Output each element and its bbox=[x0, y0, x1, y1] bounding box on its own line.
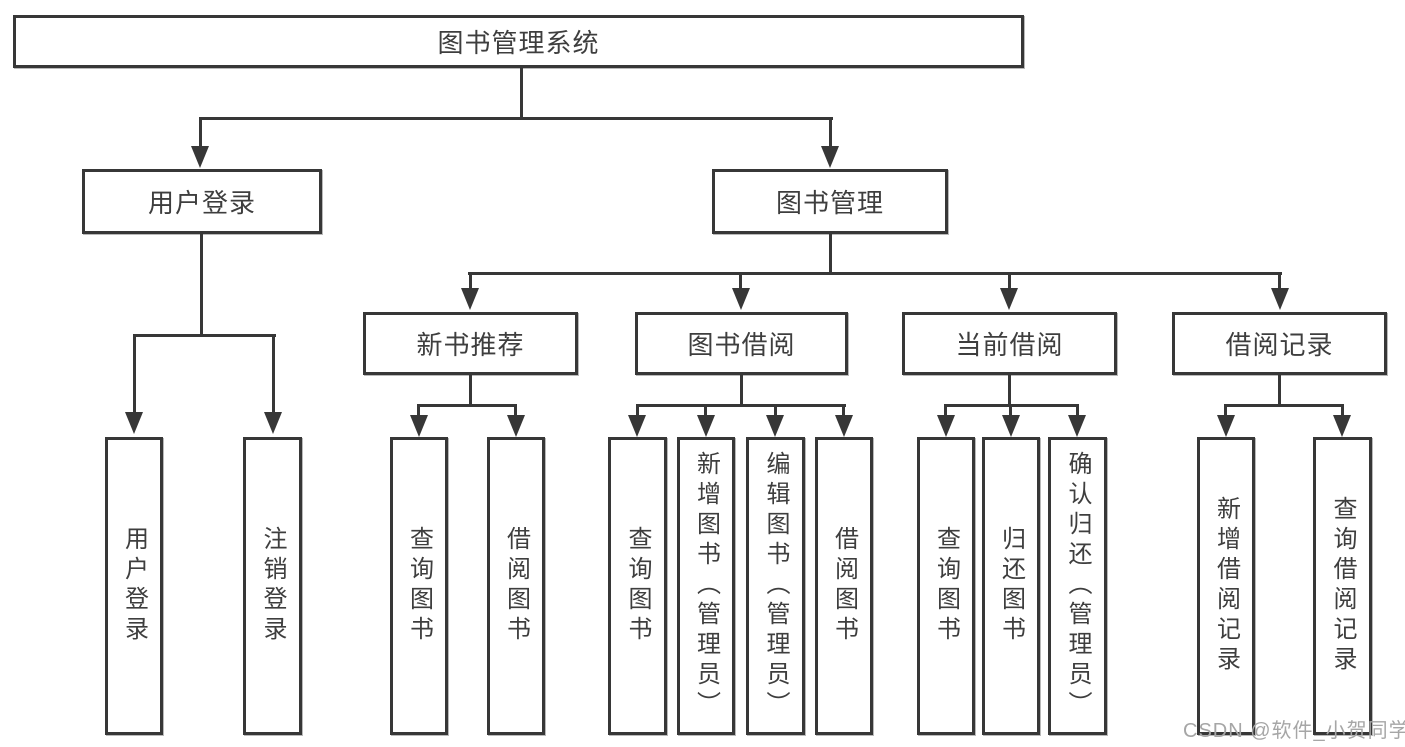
connector-leaf-drop bbox=[1076, 406, 1079, 416]
arrow-down-icon bbox=[264, 412, 282, 434]
connector-level1-rail bbox=[199, 117, 833, 120]
connector-current-borrow-stem bbox=[1008, 375, 1011, 405]
leaf-label: 注销登录 bbox=[259, 526, 286, 646]
leaf-borrow-books-rec: 借阅图书 bbox=[487, 437, 545, 735]
leaf-label: 新增图书（管理员） bbox=[692, 451, 720, 721]
connector-level2-rail bbox=[468, 272, 1282, 275]
leaf-borrow-books: 借阅图书 bbox=[815, 437, 873, 735]
arrow-down-icon bbox=[191, 146, 209, 168]
leaf-label: 新增借阅记录 bbox=[1212, 496, 1240, 676]
leaf-add-borrow-record: 新增借阅记录 bbox=[1197, 437, 1255, 735]
leaf-query-books-current: 查询图书 bbox=[917, 437, 975, 735]
leaf-label: 编辑图书（管理员） bbox=[762, 451, 789, 721]
connector-leaf-drop bbox=[1224, 406, 1227, 416]
connector-leaf-drop bbox=[1009, 406, 1012, 416]
leaf-confirm-return-admin: 确认归还（管理员） bbox=[1048, 437, 1107, 735]
node-book-borrowing: 图书借阅 bbox=[635, 312, 848, 375]
node-label: 借阅记录 bbox=[1225, 330, 1334, 360]
connector-leaf-drop bbox=[842, 406, 845, 416]
node-new-book-recommend: 新书推荐 bbox=[363, 312, 578, 375]
connector-new-book-rec-stem bbox=[469, 375, 472, 405]
arrow-down-icon bbox=[1068, 415, 1086, 437]
leaf-query-borrow-record: 查询借阅记录 bbox=[1313, 437, 1372, 735]
arrow-down-icon bbox=[1217, 415, 1235, 437]
connector-rail-new-book-rec bbox=[417, 404, 517, 407]
node-borrowing-records: 借阅记录 bbox=[1172, 312, 1387, 375]
arrow-down-icon bbox=[835, 415, 853, 437]
arrow-down-icon bbox=[1002, 415, 1020, 437]
connector-user-login-stem bbox=[200, 234, 203, 336]
leaf-label: 查询图书 bbox=[624, 526, 651, 646]
connector-leaf-drop bbox=[704, 406, 707, 416]
node-label: 新书推荐 bbox=[416, 330, 525, 360]
connector-drop-new-book-rec bbox=[469, 274, 472, 288]
leaf-label: 查询借阅记录 bbox=[1329, 496, 1356, 676]
leaf-label: 用户登录 bbox=[120, 526, 148, 646]
leaf-edit-books-admin: 编辑图书（管理员） bbox=[746, 437, 805, 735]
arrow-down-icon bbox=[125, 412, 143, 434]
connector-user-login-rail bbox=[133, 334, 276, 337]
leaf-label: 查询图书 bbox=[932, 526, 960, 646]
node-label: 当前借阅 bbox=[955, 330, 1064, 360]
connector-rail-borrow-records bbox=[1224, 404, 1344, 407]
arrow-down-icon bbox=[766, 415, 784, 437]
arrow-down-icon bbox=[697, 415, 715, 437]
leaf-label: 借阅图书 bbox=[502, 526, 530, 646]
connector-rail-book-borrow bbox=[636, 404, 846, 407]
arrow-down-icon bbox=[1271, 288, 1289, 310]
arrow-down-icon bbox=[821, 146, 839, 168]
connector-leaf-drop bbox=[417, 406, 420, 416]
connector-book-borrow-stem bbox=[740, 375, 743, 405]
node-user-login: 用户登录 bbox=[82, 169, 322, 234]
connector-drop-current-borrow bbox=[1008, 274, 1011, 288]
connector-rail-current-borrow bbox=[944, 404, 1079, 407]
connector-leaf-drop bbox=[944, 406, 947, 416]
leaf-user-login: 用户登录 bbox=[105, 437, 163, 735]
arrow-down-icon bbox=[1333, 415, 1351, 437]
connector-leaf-drop bbox=[774, 406, 777, 416]
arrow-down-icon bbox=[410, 415, 428, 437]
connector-leaf-drop bbox=[636, 406, 639, 416]
arrow-down-icon bbox=[732, 288, 750, 310]
leaf-label: 归还图书 bbox=[997, 526, 1025, 646]
node-label: 图书借阅 bbox=[687, 330, 796, 360]
connector-drop-borrow-records bbox=[1278, 274, 1281, 288]
arrow-down-icon bbox=[507, 415, 525, 437]
watermark: CSDN @软件_小贺同学 bbox=[1183, 720, 1405, 742]
connector-drop-book-mgmt bbox=[829, 119, 832, 146]
connector-leaf-drop bbox=[514, 406, 517, 416]
leaf-add-books-admin: 新增图书（管理员） bbox=[677, 437, 735, 735]
connector-drop-login-leaf bbox=[133, 336, 136, 412]
leaf-label: 查询图书 bbox=[405, 526, 433, 646]
node-label: 图书管理系统 bbox=[437, 28, 600, 58]
leaf-logout: 注销登录 bbox=[243, 437, 302, 735]
arrow-down-icon bbox=[628, 415, 646, 437]
connector-drop-logout-leaf bbox=[272, 336, 275, 412]
arrow-down-icon bbox=[1000, 288, 1018, 310]
connector-book-mgmt-stem bbox=[829, 234, 832, 274]
arrow-down-icon bbox=[461, 288, 479, 310]
leaf-label: 确认归还（管理员） bbox=[1064, 451, 1091, 721]
connector-root-stem bbox=[520, 68, 523, 118]
node-current-borrowing: 当前借阅 bbox=[902, 312, 1117, 375]
connector-drop-book-borrow bbox=[739, 274, 742, 288]
node-book-management: 图书管理 bbox=[712, 169, 948, 234]
arrow-down-icon bbox=[937, 415, 955, 437]
connector-leaf-drop bbox=[1341, 406, 1344, 416]
leaf-query-books-rec: 查询图书 bbox=[390, 437, 448, 735]
leaf-query-books: 查询图书 bbox=[608, 437, 667, 735]
node-label: 用户登录 bbox=[147, 188, 256, 218]
node-label: 图书管理 bbox=[775, 188, 884, 218]
connector-drop-user-login bbox=[199, 119, 202, 146]
connector-borrow-records-stem bbox=[1278, 375, 1281, 405]
leaf-label: 借阅图书 bbox=[830, 526, 858, 646]
node-library-management-system: 图书管理系统 bbox=[13, 15, 1024, 68]
leaf-return-books: 归还图书 bbox=[982, 437, 1040, 735]
